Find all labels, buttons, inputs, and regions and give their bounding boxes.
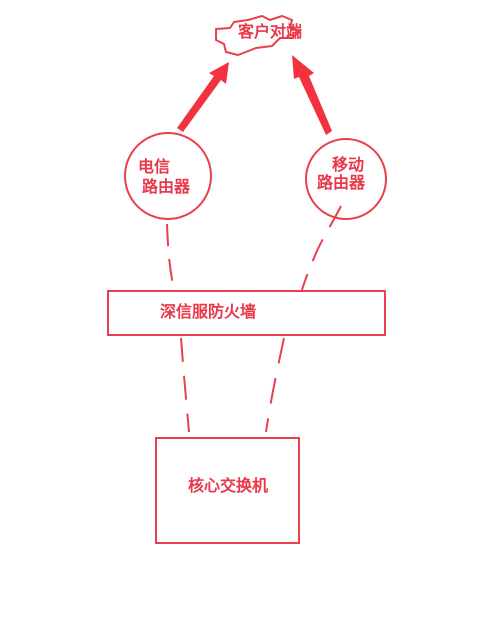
client-label: 客户对端	[238, 22, 303, 41]
link-firewall-core-right	[265, 337, 285, 433]
mobile-router-label-line1: 移动	[332, 155, 365, 174]
arrow-mobile-to-client	[292, 55, 332, 135]
core-switch-box	[155, 437, 300, 544]
arrow-telecom-to-client	[177, 62, 229, 132]
link-mobile-firewall	[301, 205, 342, 291]
telecom-router-label-line2: 路由器	[142, 177, 191, 196]
telecom-router-circle	[124, 132, 212, 220]
link-firewall-core-left	[180, 337, 190, 433]
mobile-router-circle	[305, 138, 387, 220]
telecom-router-label-line1: 电信	[138, 157, 171, 176]
mobile-router-label-line2: 路由器	[317, 173, 366, 192]
link-telecom-firewall	[166, 223, 175, 291]
firewall-label: 深信服防火墙	[160, 302, 257, 321]
firewall-box	[107, 290, 386, 336]
client-cloud-shape	[215, 15, 301, 56]
core-switch-label: 核心交换机	[188, 476, 269, 495]
